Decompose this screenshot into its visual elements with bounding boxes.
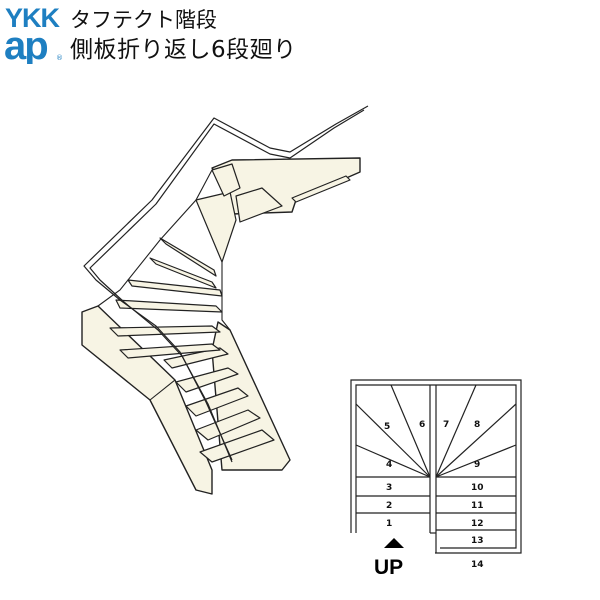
handrail-inner bbox=[89, 109, 365, 463]
plan-winder-line-l2 bbox=[390, 384, 431, 478]
plan-step-7: 7 bbox=[443, 420, 449, 430]
plan-inner-wall bbox=[355, 384, 517, 549]
plan-winder-line-r1 bbox=[435, 384, 477, 478]
winder-tread-1 bbox=[119, 343, 221, 359]
stringer-edge-line-3 bbox=[149, 379, 176, 401]
tread-4 bbox=[175, 367, 239, 393]
plan-step-10: 10 bbox=[471, 483, 484, 493]
plan-step-12: 12 bbox=[471, 519, 484, 529]
plan-winder-line-l3 bbox=[355, 444, 431, 478]
plan-step-8: 8 bbox=[474, 420, 480, 430]
winder-tread-6 bbox=[159, 237, 217, 277]
tread-1 bbox=[199, 429, 275, 463]
product-title: タフテクト階段 bbox=[70, 8, 217, 32]
up-arrow-icon bbox=[384, 538, 404, 548]
up-direction-label: UP bbox=[374, 556, 404, 579]
plan-step-11: 11 bbox=[471, 501, 484, 511]
plan-step-14: 14 bbox=[471, 560, 484, 570]
plan-step-13: 13 bbox=[471, 536, 484, 546]
plan-step-1: 1 bbox=[386, 519, 392, 529]
upper-rail-plate bbox=[291, 175, 351, 203]
upper-winder-a bbox=[195, 191, 237, 263]
product-subtitle: 側板折り返し6段廻り bbox=[70, 37, 297, 63]
logo-ap-text: ap bbox=[4, 24, 47, 64]
tread-3 bbox=[185, 387, 249, 417]
winder-tread-2 bbox=[109, 325, 221, 337]
ykk-ap-logo: YKK ap ® bbox=[4, 3, 63, 64]
logo-registered-mark: ® bbox=[56, 54, 63, 62]
handrail-outer bbox=[83, 105, 369, 461]
plan-step-6: 6 bbox=[419, 420, 425, 430]
upper-winder-b bbox=[211, 163, 241, 197]
plan-step-9: 9 bbox=[474, 460, 480, 470]
upper-winder-c bbox=[235, 187, 283, 223]
plan-step-3: 3 bbox=[386, 483, 392, 493]
plan-outer-wall bbox=[350, 379, 522, 554]
plan-step-5: 5 bbox=[384, 422, 390, 432]
plan-step-4: 4 bbox=[386, 460, 392, 470]
tread-2 bbox=[195, 409, 261, 441]
plan-step-2: 2 bbox=[386, 501, 392, 511]
logo-ykk-text: YKK bbox=[5, 3, 61, 33]
plan-winder-line-l1 bbox=[355, 403, 431, 478]
plan-winder-line-r2 bbox=[435, 403, 517, 478]
plan-winder-line-r3 bbox=[435, 444, 517, 478]
stringer-edge-line-2 bbox=[221, 262, 231, 331]
stringer-edge-line-1 bbox=[97, 169, 213, 307]
winder-tread-5 bbox=[149, 257, 217, 289]
